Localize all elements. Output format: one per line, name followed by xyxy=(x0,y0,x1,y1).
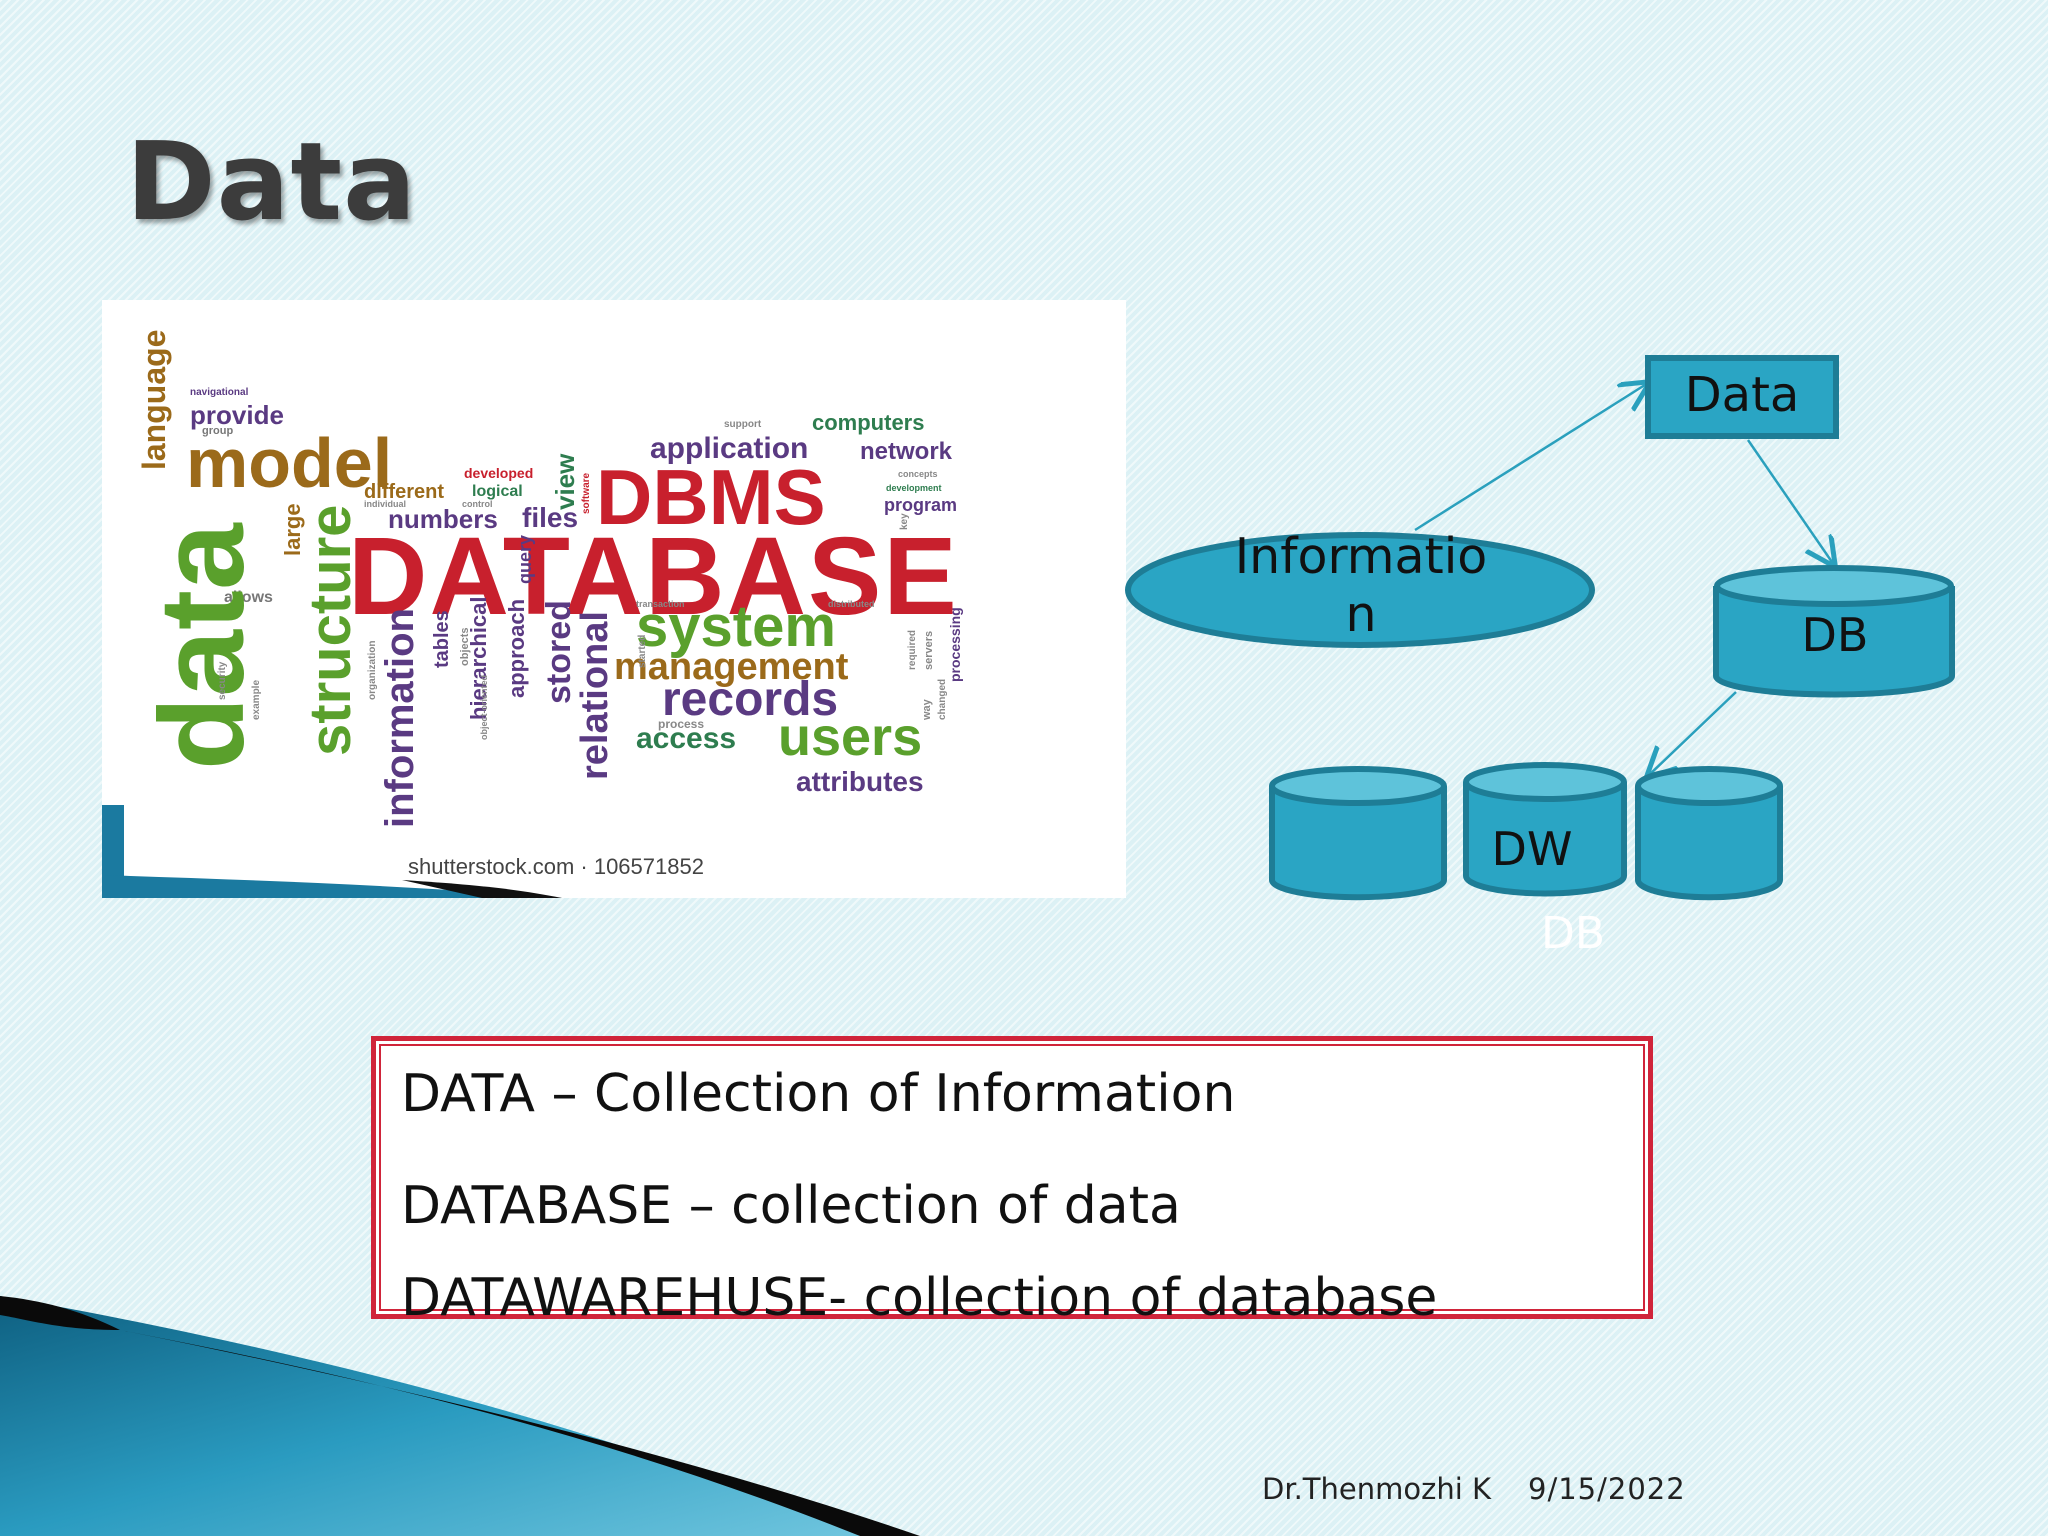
word-changed: changed xyxy=(937,678,948,720)
arrow-information-to-data xyxy=(1414,383,1648,532)
word-watermark: shutterstock.com · 106571852 xyxy=(408,854,704,879)
word-objects: objects xyxy=(459,627,471,666)
dw-caption: DB xyxy=(1540,908,1606,959)
wordcloud-corner-swoosh xyxy=(102,805,562,898)
word-management: management xyxy=(614,646,849,688)
word-records: records xyxy=(662,673,839,726)
arrow-data-to-db xyxy=(1746,439,1834,565)
word-model: model xyxy=(186,424,393,502)
word-relational: relational xyxy=(574,611,616,780)
word-object-oriented: object-oriented xyxy=(479,674,489,740)
db-label: DB xyxy=(1801,608,1869,662)
information-label-line2: n xyxy=(1345,586,1377,643)
word-network: network xyxy=(860,438,953,465)
definitions-inner: DATA – Collection of Information DATABAS… xyxy=(379,1044,1645,1328)
data-box-label: Data xyxy=(1684,367,1800,423)
word-computers: computers xyxy=(812,410,925,435)
word-different: different xyxy=(364,481,444,503)
word-system: system xyxy=(636,594,836,659)
word-distributed: distributed xyxy=(828,599,875,609)
word-tables: tables xyxy=(431,610,453,668)
word-attributes: attributes xyxy=(796,766,924,797)
word-language: language xyxy=(136,329,172,470)
word-started: started xyxy=(637,634,648,668)
word-concepts: concepts xyxy=(898,469,938,479)
definition-data: DATA – Collection of Information xyxy=(401,1064,1236,1124)
word-program: program xyxy=(884,495,958,515)
word-security: security xyxy=(217,661,228,700)
word-access: access xyxy=(636,722,737,755)
word-large: large xyxy=(280,503,305,556)
definition-datawarehouse: DATAWAREHUSE- collection of database xyxy=(401,1268,1438,1328)
word-database: DATABASE xyxy=(348,515,959,638)
word-control: control xyxy=(462,499,493,509)
word-allows: allows xyxy=(224,589,273,606)
word-data: data xyxy=(135,523,269,770)
word-support: support xyxy=(724,419,762,430)
word-way: way xyxy=(921,699,933,720)
word-key: key xyxy=(899,513,910,530)
word-query: query xyxy=(515,534,535,584)
database-wordcloud-image: DATABASE DBMS model provide navigational… xyxy=(102,300,1126,898)
word-processing: processing xyxy=(947,607,963,682)
word-navigational: navigational xyxy=(190,387,249,398)
footer-author: Dr.Thenmozhi K xyxy=(1262,1472,1492,1506)
word-organization: organization xyxy=(367,640,378,700)
footer-date: 9/15/2022 xyxy=(1528,1472,1686,1506)
arrow-db-to-dw xyxy=(1648,691,1737,776)
word-view: view xyxy=(550,453,580,510)
word-transaction: transaction xyxy=(636,599,685,609)
word-application: application xyxy=(650,432,809,465)
word-group: group xyxy=(202,425,234,437)
word-process: process xyxy=(658,717,705,731)
word-approach: approach xyxy=(504,598,529,698)
information-label-line1: Informatio xyxy=(1234,528,1488,585)
dw-cylinder-left xyxy=(1269,766,1447,901)
word-users: users xyxy=(778,707,923,767)
definitions-box: DATA – Collection of Information DATABAS… xyxy=(371,1036,1653,1328)
word-structure: structure xyxy=(298,504,363,756)
definition-database: DATABASE – collection of data xyxy=(401,1176,1181,1236)
information-label: Informatio n xyxy=(1206,528,1516,644)
word-logical: logical xyxy=(472,483,523,500)
word-software: software xyxy=(581,472,592,514)
word-files: files xyxy=(522,502,579,533)
dw-cylinder-right xyxy=(1635,766,1783,901)
slide-title: Data xyxy=(126,120,418,245)
word-required: required xyxy=(907,629,918,670)
word-servers: servers xyxy=(923,630,935,670)
word-stored: stored xyxy=(540,600,578,704)
word-dbms: DBMS xyxy=(596,453,826,541)
word-numbers: numbers xyxy=(388,504,498,534)
dw-label: DW xyxy=(1491,822,1573,876)
word-developed: developed xyxy=(464,465,534,481)
word-individual: individual xyxy=(364,499,407,509)
word-example: example xyxy=(251,679,262,720)
word-provide: provide xyxy=(190,400,284,430)
word-information: information xyxy=(378,608,422,828)
word-development: development xyxy=(886,483,942,493)
